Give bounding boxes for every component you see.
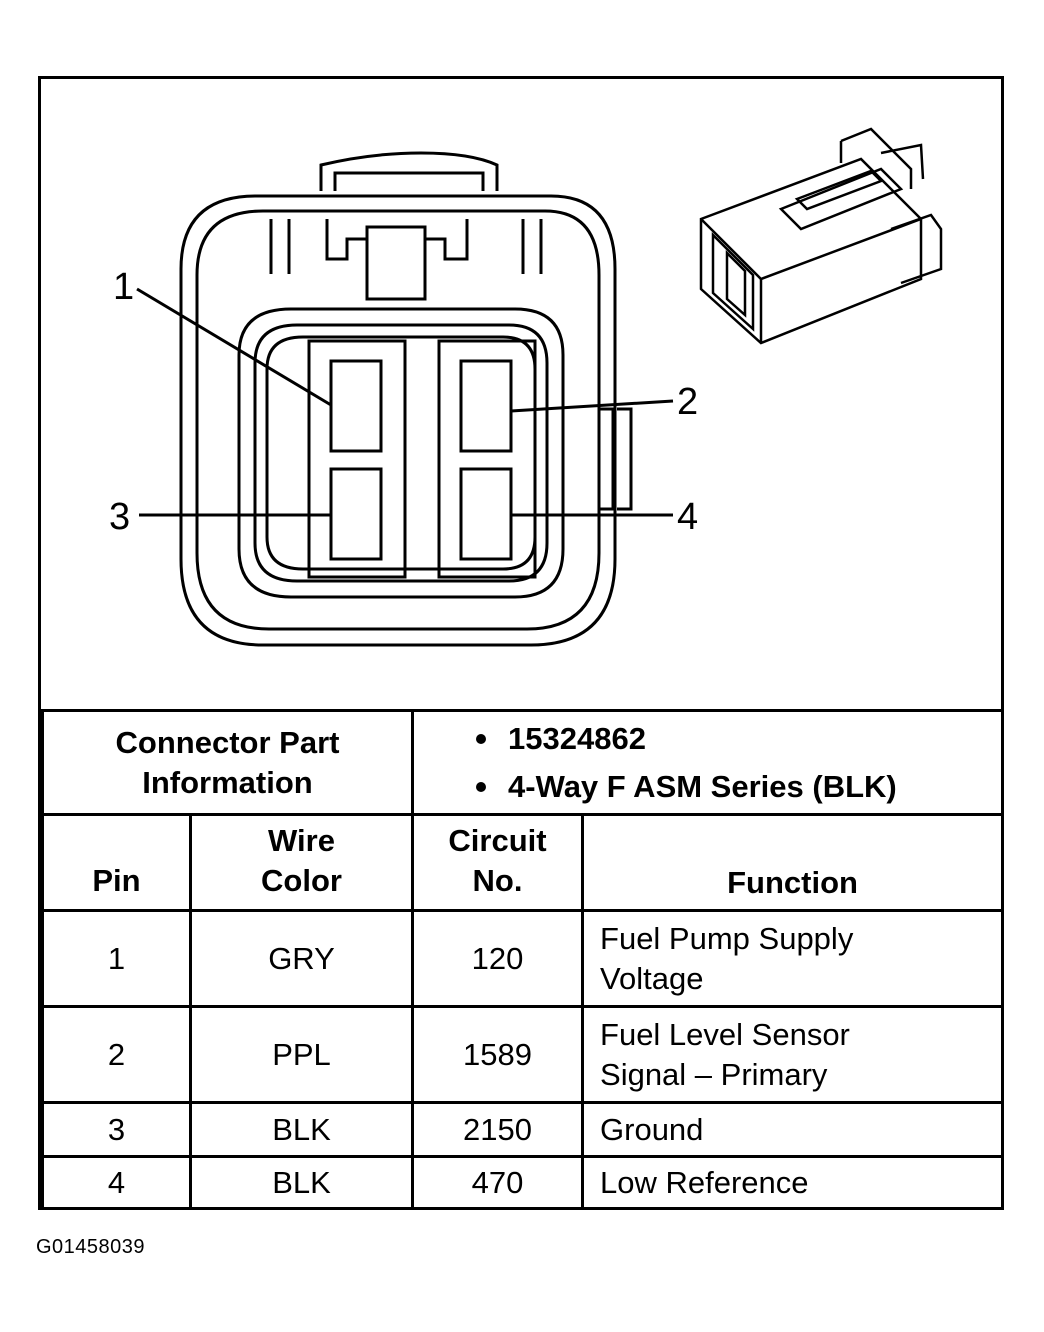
leader-line-2 bbox=[510, 399, 674, 413]
header-pin: Pin bbox=[41, 813, 192, 912]
pin-cavity-3 bbox=[329, 467, 383, 561]
part-number: 15324862 bbox=[508, 720, 646, 756]
wire-color-cell: BLK bbox=[188, 1101, 415, 1158]
connector-info-table: Connector Part Information 15324862 4-Wa… bbox=[40, 709, 1005, 1210]
connector-mating-face bbox=[237, 307, 565, 599]
table-row: 4 BLK 470 Low Reference bbox=[41, 1155, 1005, 1210]
pin-cell: 3 bbox=[41, 1101, 192, 1158]
connector-3d-view bbox=[699, 127, 943, 345]
callout-pin-2: 2 bbox=[677, 381, 698, 423]
pin-cell: 2 bbox=[41, 1005, 192, 1104]
wire-color-cell: GRY bbox=[188, 909, 415, 1008]
wire-color-cell: PPL bbox=[188, 1005, 415, 1104]
connector-diagram: 1 2 3 4 bbox=[109, 127, 943, 647]
cavity-frame-left bbox=[307, 339, 407, 579]
bullet-icon bbox=[476, 781, 487, 792]
function-cell: Low Reference bbox=[581, 1155, 1005, 1210]
connector-part-row: Connector Part Information 15324862 4-Wa… bbox=[40, 709, 1005, 816]
cavity-frame-right bbox=[437, 339, 537, 579]
figure-id: G01458039 bbox=[36, 1236, 146, 1258]
connector-inner-shell bbox=[195, 209, 601, 631]
connector-description: 4-Way F ASM Series (BLK) bbox=[508, 768, 897, 804]
wire-color-cell: BLK bbox=[188, 1155, 415, 1210]
function-cell: Fuel Pump Supply Voltage bbox=[581, 909, 1005, 1008]
circuit-cell: 120 bbox=[411, 909, 585, 1008]
circuit-cell: 1589 bbox=[411, 1005, 585, 1104]
pin-cell: 1 bbox=[41, 909, 192, 1008]
circuit-cell: 2150 bbox=[411, 1101, 585, 1158]
table-row: 2 PPL 1589 Fuel Level Sensor Signal – Pr… bbox=[41, 1005, 1005, 1104]
connector-latch bbox=[319, 151, 499, 191]
header-circuit-no: Circuit No. bbox=[411, 813, 585, 912]
connector-part-details: 15324862 4-Way F ASM Series (BLK) bbox=[411, 709, 1005, 816]
table-header-row: Pin Wire Color Circuit No. Function bbox=[41, 813, 1005, 912]
part-number-item: 15324862 bbox=[476, 715, 1001, 763]
header-wire-color: Wire Color bbox=[188, 813, 415, 912]
table-row: 3 BLK 2150 Ground bbox=[41, 1101, 1005, 1158]
callout-pin-4: 4 bbox=[677, 496, 698, 538]
callout-pin-3: 3 bbox=[109, 496, 130, 538]
circuit-cell: 470 bbox=[411, 1155, 585, 1210]
diagram-frame: 1 2 3 4 Connector Part Information 15324… bbox=[38, 76, 1005, 1210]
connector-part-label-line2: Information bbox=[142, 764, 313, 800]
connector-part-label: Connector Part Information bbox=[40, 709, 415, 816]
pin-cavity-1 bbox=[329, 359, 383, 453]
pin-cavity-4 bbox=[459, 467, 513, 561]
bullet-icon bbox=[476, 733, 487, 744]
connector-outer-shell bbox=[179, 194, 617, 647]
header-function: Function bbox=[581, 813, 1005, 912]
pin-cell: 4 bbox=[41, 1155, 192, 1210]
pin-cavity-2 bbox=[459, 359, 513, 453]
leader-line-1 bbox=[136, 287, 332, 407]
callout-pin-1: 1 bbox=[113, 266, 134, 308]
table-row: 1 GRY 120 Fuel Pump Supply Voltage bbox=[41, 909, 1005, 1008]
function-cell: Ground bbox=[581, 1101, 1005, 1158]
connector-description-item: 4-Way F ASM Series (BLK) bbox=[476, 763, 1001, 811]
function-cell: Fuel Level Sensor Signal – Primary bbox=[581, 1005, 1005, 1104]
connector-part-label-line1: Connector Part bbox=[115, 724, 340, 760]
